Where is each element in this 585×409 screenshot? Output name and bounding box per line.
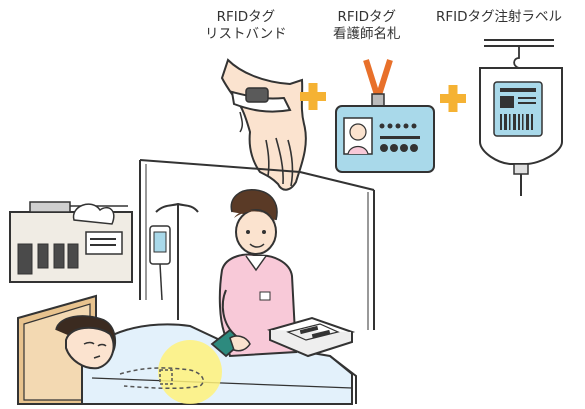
- name-badge-label: RFIDタグ 看護師名札: [333, 9, 401, 43]
- name-badge-illustration: [336, 60, 434, 172]
- iv-stand-illustration: [150, 204, 198, 320]
- injection-bag-illustration: [480, 40, 562, 196]
- injection-label-label: RFIDタグ注射ラベル: [436, 9, 562, 26]
- bedside-panel-illustration: [10, 202, 132, 282]
- plus-icon: [300, 83, 326, 110]
- wristband-label: RFIDタグ リストバンド: [205, 9, 287, 43]
- name-badge-label-line2: 看護師名札: [333, 26, 401, 43]
- name-badge-label-line1: RFIDタグ: [333, 9, 401, 26]
- plus-icon: [440, 85, 466, 112]
- wristband-label-line2: リストバンド: [205, 26, 287, 43]
- wristband-hand-illustration: [222, 60, 306, 190]
- scan-glow: [158, 340, 222, 404]
- wristband-label-line1: RFIDタグ: [205, 9, 287, 26]
